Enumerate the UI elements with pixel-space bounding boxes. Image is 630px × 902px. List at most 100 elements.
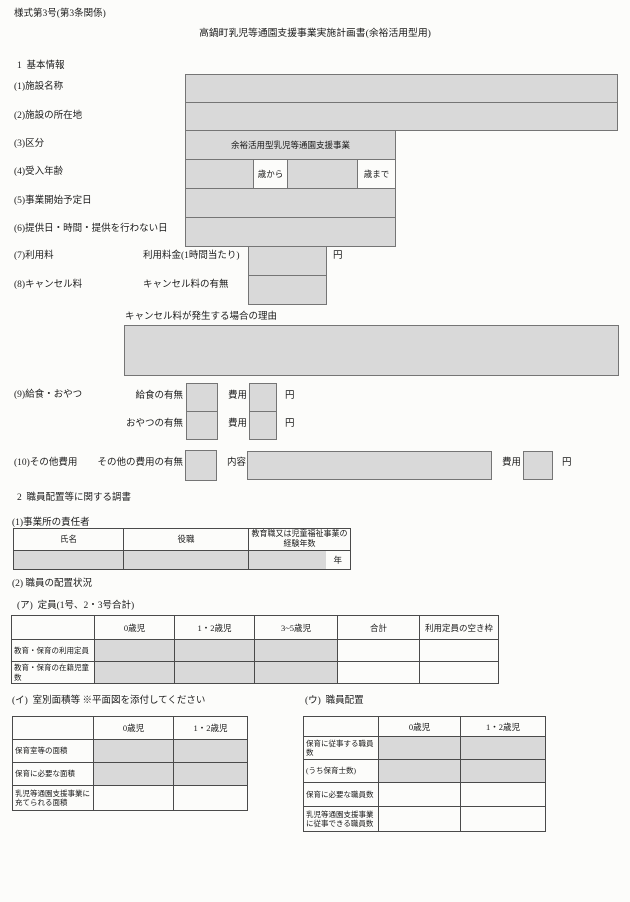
label-other-fee-content: 内容 bbox=[227, 458, 247, 468]
input-other-fee-content[interactable] bbox=[247, 451, 492, 480]
staff-row-engaged-label: 保育に従事する職員数 bbox=[303, 736, 379, 760]
input-cancel-reason[interactable] bbox=[124, 325, 619, 376]
capacity-quota-vacancy[interactable] bbox=[419, 639, 499, 662]
label-snack-presence: おやつの有無 bbox=[125, 419, 183, 429]
manager-name-cell[interactable] bbox=[13, 549, 124, 570]
area-allocatable-age12[interactable] bbox=[173, 785, 248, 811]
area-col-age12: 1・2歳児 bbox=[173, 716, 248, 740]
capacity-enrolled-age0[interactable] bbox=[94, 661, 175, 684]
input-start-date[interactable] bbox=[185, 188, 396, 218]
capacity-enrolled-vacancy-crossed bbox=[419, 661, 499, 684]
capacity-quota-age0[interactable] bbox=[94, 639, 175, 662]
input-lunch-fee[interactable] bbox=[249, 383, 277, 412]
capacity-quota-age35[interactable] bbox=[254, 639, 338, 662]
area-row-allocatable-label: 乳児等通園支援事業に充てられる面積 bbox=[12, 785, 94, 811]
input-other-fee-amount[interactable] bbox=[523, 451, 553, 480]
label-cancel-fee: (8)キャンセル料 bbox=[14, 280, 83, 290]
staff-licensed-age0[interactable] bbox=[378, 759, 461, 783]
label-other-fees: (10)その他費用 bbox=[14, 458, 78, 468]
capacity-col-age0: 0歳児 bbox=[94, 615, 175, 640]
label-usage-fee-per-hour: 利用料金(1時間当たり) bbox=[143, 251, 240, 261]
staff-col-age0: 0歳児 bbox=[378, 716, 461, 737]
area-col-age0: 0歳児 bbox=[93, 716, 174, 740]
age-from-suffix-cell: 歳から bbox=[253, 159, 288, 189]
capacity-enrolled-age12[interactable] bbox=[174, 661, 255, 684]
input-lunch-presence[interactable] bbox=[186, 383, 218, 412]
label-placement: (2) 職員の配置状況 bbox=[12, 579, 92, 589]
area-table: 0歳児 1・2歳児 保育室等の面積 保育に必要な面積 乳児等通園支援事業に充てら… bbox=[12, 716, 248, 811]
label-snack-fee: 費用 bbox=[228, 419, 248, 429]
staff-corner-cell bbox=[303, 716, 379, 737]
category-value: 余裕活用型乳児等通園支援事業 bbox=[230, 140, 350, 150]
capacity-col-age12: 1・2歳児 bbox=[174, 615, 255, 640]
label-other-fee-amount: 費用 bbox=[502, 458, 522, 468]
staff-required-age0[interactable] bbox=[378, 782, 461, 807]
manager-table: 氏名 役職 教育職又は児童福祉事業の経験年数 年 bbox=[13, 528, 351, 570]
manager-col-position: 役職 bbox=[123, 528, 249, 551]
label-meals: (9)給食・おやつ bbox=[14, 390, 83, 400]
staff-row-available-label: 乳児等通園支援事業に従事できる職員数 bbox=[303, 806, 379, 832]
section1-heading: 1 基本情報 bbox=[17, 61, 65, 71]
staff-engaged-age0[interactable] bbox=[378, 736, 461, 760]
input-category[interactable]: 余裕活用型乳児等通園支援事業 bbox=[185, 130, 396, 160]
capacity-col-age35: 3~5歳児 bbox=[254, 615, 338, 640]
staff-engaged-age12[interactable] bbox=[460, 736, 546, 760]
label-usage-fee: (7)利用料 bbox=[14, 251, 54, 261]
capacity-row-enrolled-label: 教育・保育の在籍児童数 bbox=[11, 661, 95, 684]
input-facility-address[interactable] bbox=[185, 102, 618, 131]
snack-fee-unit: 円 bbox=[285, 419, 295, 429]
section2-heading: 2 職員配置等に関する調書 bbox=[17, 493, 132, 503]
input-other-fee-presence[interactable] bbox=[185, 450, 217, 481]
staff-col-age12: 1・2歳児 bbox=[460, 716, 546, 737]
label-staff: (ウ) 職員配置 bbox=[305, 696, 364, 706]
capacity-col-total: 合計 bbox=[337, 615, 420, 640]
manager-experience-unit: 年 bbox=[325, 549, 351, 570]
capacity-enrolled-age35[interactable] bbox=[254, 661, 338, 684]
input-age-to[interactable] bbox=[287, 159, 358, 189]
label-lunch-presence: 給食の有無 bbox=[135, 391, 183, 401]
label-cancel-fee-presence: キャンセル料の有無 bbox=[143, 280, 229, 290]
usage-fee-unit: 円 bbox=[333, 251, 343, 261]
area-room-age12[interactable] bbox=[173, 739, 248, 763]
staff-licensed-age12[interactable] bbox=[460, 759, 546, 783]
capacity-quota-total[interactable] bbox=[337, 639, 420, 662]
capacity-table: 0歳児 1・2歳児 3~5歳児 合計 利用定員の空き枠 教育・保育の利用定員 教… bbox=[11, 615, 499, 684]
label-start-date: (5)事業開始予定日 bbox=[14, 196, 92, 206]
area-allocatable-age0[interactable] bbox=[93, 785, 174, 811]
page-title: 高鍋町乳児等通園支援事業実施計画書(余裕活用型用) bbox=[199, 28, 431, 39]
input-facility-name[interactable] bbox=[185, 74, 618, 103]
staff-available-age0[interactable] bbox=[378, 806, 461, 832]
lunch-fee-unit: 円 bbox=[285, 391, 295, 401]
capacity-quota-age12[interactable] bbox=[174, 639, 255, 662]
staff-available-age12[interactable] bbox=[460, 806, 546, 832]
label-manager: (1)事業所の責任者 bbox=[12, 518, 90, 528]
capacity-col-vacancy: 利用定員の空き枠 bbox=[419, 615, 499, 640]
label-capacity: (ア) 定員(1号、2・3号合計) bbox=[17, 601, 135, 611]
area-row-room-label: 保育室等の面積 bbox=[12, 739, 94, 763]
area-required-age12[interactable] bbox=[173, 762, 248, 786]
age-to-suffix-cell: 歳まで bbox=[357, 159, 396, 189]
label-facility-name: (1)施設名称 bbox=[14, 82, 64, 92]
area-corner-cell bbox=[12, 716, 94, 740]
capacity-row-quota-label: 教育・保育の利用定員 bbox=[11, 639, 95, 662]
input-service-days[interactable] bbox=[185, 217, 396, 247]
label-area: (イ) 室別面積等 ※平面図を添付してください bbox=[12, 696, 206, 706]
manager-position-cell[interactable] bbox=[123, 549, 249, 570]
staff-row-licensed-label: (うち保育士数) bbox=[303, 759, 379, 783]
area-row-required-label: 保育に必要な面積 bbox=[12, 762, 94, 786]
area-room-age0[interactable] bbox=[93, 739, 174, 763]
label-facility-address: (2)施設の所在地 bbox=[14, 111, 83, 121]
input-cancel-fee-presence[interactable] bbox=[248, 275, 327, 305]
area-required-age0[interactable] bbox=[93, 762, 174, 786]
capacity-enrolled-total[interactable] bbox=[337, 661, 420, 684]
label-other-fee-presence: その他の費用の有無 bbox=[97, 458, 183, 468]
form-number: 様式第3号(第3条関係) bbox=[14, 9, 106, 19]
input-snack-presence[interactable] bbox=[186, 411, 218, 440]
staff-required-age12[interactable] bbox=[460, 782, 546, 807]
input-age-from[interactable] bbox=[185, 159, 254, 189]
other-fee-unit: 円 bbox=[562, 458, 572, 468]
input-usage-fee[interactable] bbox=[248, 246, 327, 276]
input-snack-fee[interactable] bbox=[249, 411, 277, 440]
manager-experience-cell[interactable] bbox=[248, 549, 326, 570]
